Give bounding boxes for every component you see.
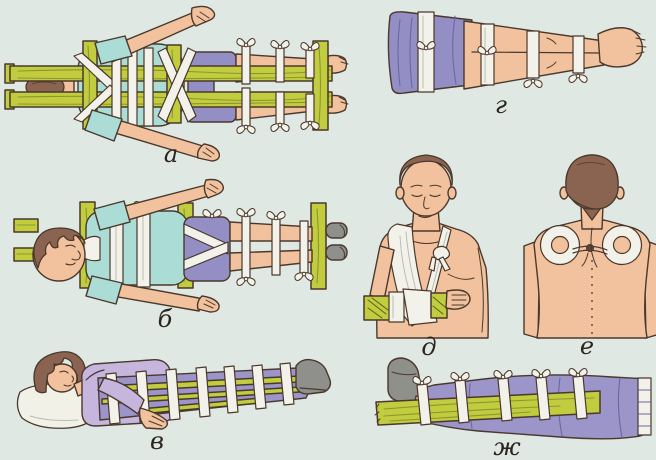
collar-line [85, 369, 105, 381]
bandage-bow [523, 78, 543, 88]
forearm-splint [363, 245, 471, 326]
sleeve [94, 35, 133, 65]
figure-g-legs-bound [387, 11, 647, 95]
bandage-bow [236, 124, 256, 134]
bandage-bow [493, 370, 513, 380]
boot [295, 358, 332, 395]
bandage-bow [270, 40, 290, 50]
toe-lines [631, 29, 647, 55]
figure-v-long-splint [16, 351, 332, 430]
patient-arms [85, 178, 225, 313]
sleeve [85, 275, 123, 305]
patient-arms [84, 5, 221, 162]
face-features [410, 184, 442, 219]
bandage-bow [236, 276, 256, 286]
splint-wrap [388, 291, 405, 323]
patient-head [32, 227, 86, 282]
leg-bandage-ties [236, 38, 320, 134]
bandage-bow [531, 369, 551, 379]
tie-strings [572, 244, 608, 268]
figure-a-label: а [163, 140, 179, 168]
feet-socks [325, 222, 348, 261]
hand [203, 178, 225, 199]
pillow-fold [29, 415, 79, 421]
bandage-bow [300, 42, 320, 52]
bandage-bow [568, 368, 588, 378]
figure-b-supine-board [13, 178, 348, 313]
finger-lines [203, 183, 219, 309]
bandage-bow [412, 376, 432, 386]
hand [196, 143, 221, 162]
ear [395, 186, 405, 200]
collar [83, 235, 101, 262]
hand [196, 295, 220, 313]
face-features [65, 244, 81, 266]
hand [138, 407, 169, 430]
knee-creases [546, 37, 557, 69]
wood-hatch [432, 296, 446, 315]
ear [447, 186, 457, 200]
toe-lines [338, 56, 349, 105]
bandage-bow [450, 372, 470, 382]
hand [190, 5, 216, 27]
bandage-bow [270, 122, 290, 132]
sleeve [84, 109, 123, 142]
figure-e-shoulder-bandage [523, 154, 656, 339]
boot-edge-line [391, 371, 417, 376]
bandage-bow [300, 120, 320, 130]
finger-lines [196, 11, 215, 158]
splint-straps [412, 368, 588, 426]
patient-head [559, 154, 625, 210]
bandage-bow [568, 73, 588, 83]
figure-d-arm-sling [363, 154, 489, 339]
face-features [59, 370, 74, 387]
figure-d-label: д [421, 333, 437, 361]
figure-zh-leg-splint [374, 357, 652, 440]
leg-bandage-ties [236, 208, 314, 286]
finger-lines [148, 415, 165, 427]
figure-b-label: б [157, 305, 173, 333]
figure-a-prone-board [4, 5, 349, 162]
bandage-bow [236, 208, 256, 218]
sleeve [93, 200, 131, 231]
figure-v-label: в [150, 427, 164, 455]
back-lacing-straps [73, 47, 197, 127]
patient-head [395, 154, 457, 219]
upper-spine-line [590, 227, 593, 255]
chest-straps [109, 201, 153, 288]
bandage-ties [416, 11, 588, 93]
splint-straps [105, 362, 295, 425]
wood-hatch [367, 297, 389, 319]
foot [597, 27, 643, 68]
bandage-bow [294, 271, 314, 281]
end-wrap [637, 377, 652, 436]
sling-knot [432, 245, 451, 261]
patient-arm [97, 377, 145, 415]
figure-g-label: г [494, 91, 508, 119]
bandage-bow [266, 211, 286, 221]
figure-zh-label: ж [493, 433, 521, 460]
patient-head [33, 351, 86, 394]
sling-cradle [402, 288, 438, 326]
bandage-bow [236, 38, 256, 48]
knot [586, 244, 594, 252]
bandage-bow [202, 209, 222, 219]
fabric-folds [397, 15, 457, 89]
boot-sole-line [299, 387, 326, 391]
shorts [183, 209, 231, 282]
shoulder-loops [539, 224, 643, 266]
finger-lines [451, 294, 467, 306]
figure-e-label: е [579, 332, 595, 360]
